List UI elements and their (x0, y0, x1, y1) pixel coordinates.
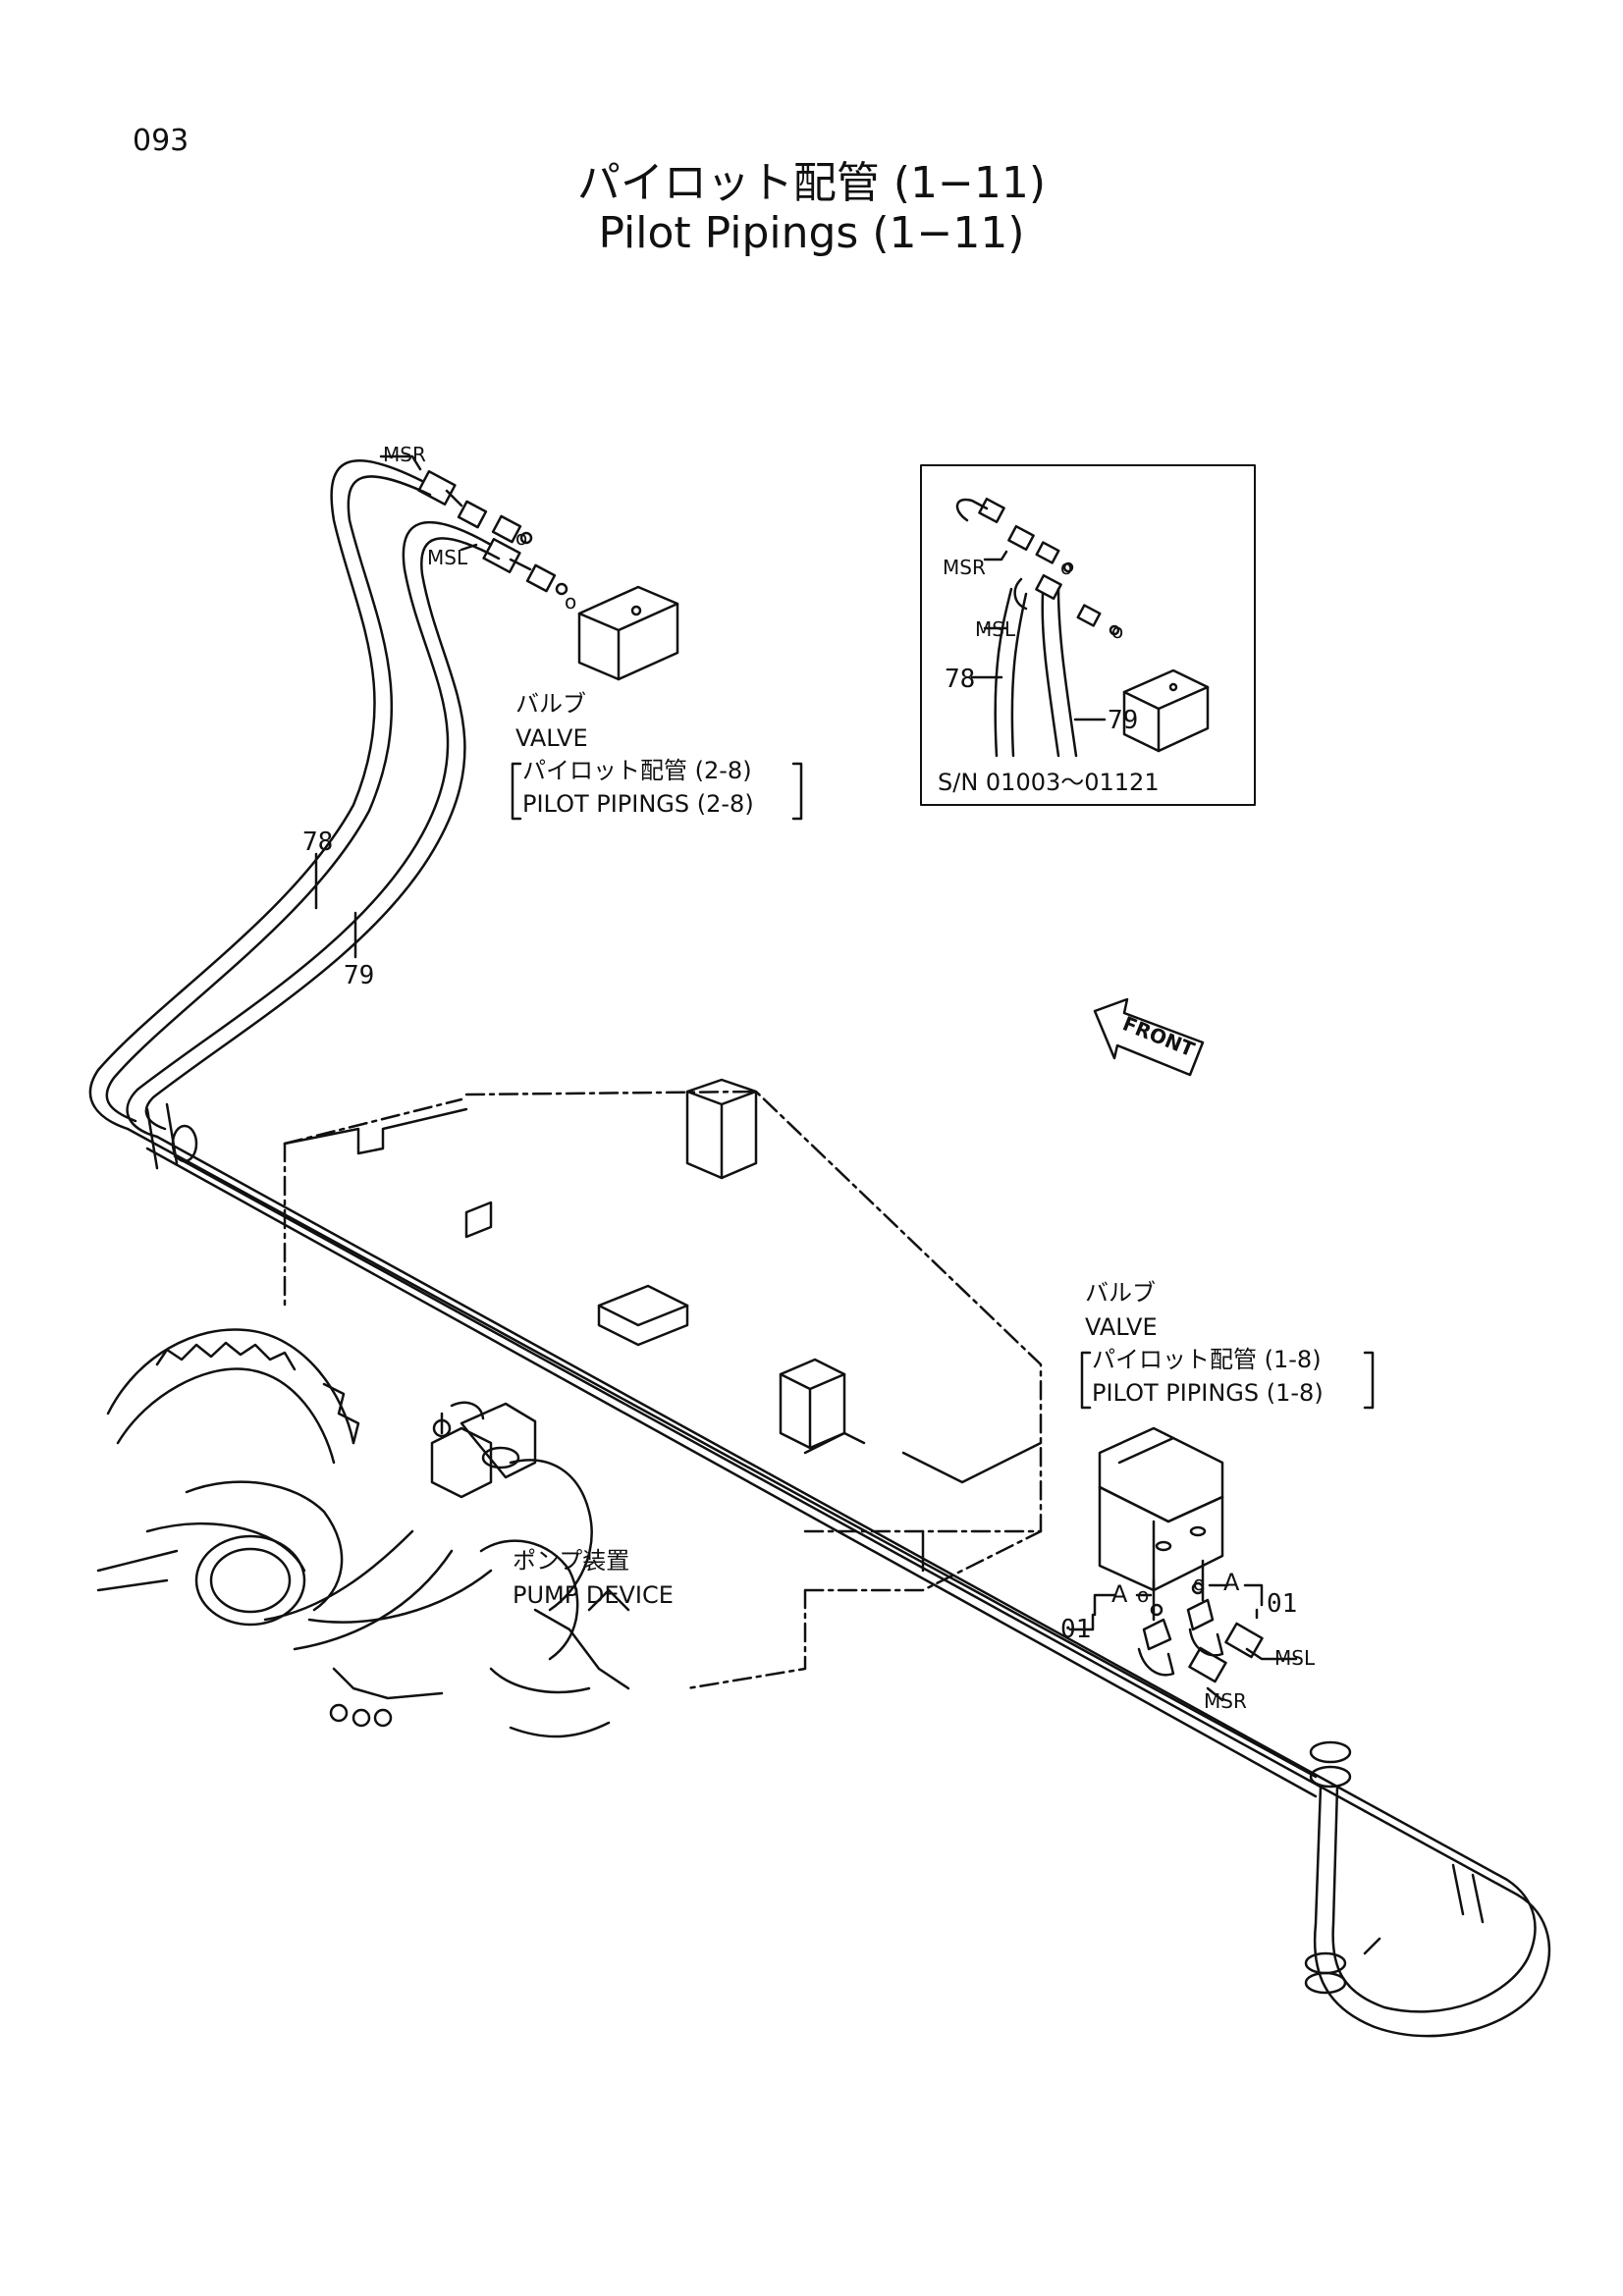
label-fitting-01-left: 01 (1060, 1615, 1091, 1644)
pump-device-body-solid (283, 1078, 1043, 1573)
label-msl-upper: MSL (427, 546, 468, 569)
pump-device-label-en: PUMP DEVICE (513, 1581, 674, 1609)
label-o-upper-2: o (565, 590, 576, 614)
pump-device-label-jp: ポンプ装置 (513, 1547, 629, 1575)
upper-valve-bracket-right (791, 762, 803, 821)
page-number: 093 (133, 124, 189, 158)
lower-valve-label-en: VALVE (1085, 1313, 1158, 1341)
front-arrow-label: FRONT (1119, 1011, 1198, 1061)
lower-valve-ref-en: PILOT PIPINGS (1-8) (1092, 1379, 1324, 1407)
lower-valve-bracket-left (1080, 1351, 1092, 1410)
label-o-lower-left: o (1137, 1583, 1149, 1607)
inset-label-hose-79: 79 (1108, 706, 1138, 735)
page-title-english: Pilot Pipings (1−11) (598, 208, 1025, 258)
upper-fittings (417, 469, 568, 596)
inset-label-msl: MSL (975, 617, 1016, 641)
inset-box (920, 464, 1256, 806)
inset-label-o-2: o (1111, 619, 1123, 643)
label-hose-78: 78 (302, 828, 333, 857)
upper-valve-label-en: VALVE (515, 724, 588, 752)
upper-valve-ref-jp: パイロット配管 (2-8) (522, 757, 752, 784)
label-msr-lower: MSR (1204, 1689, 1247, 1713)
leader-lines (314, 454, 1298, 1702)
label-msl-lower: MSL (1274, 1646, 1316, 1670)
pilot-pipe-run (126, 1127, 1551, 2038)
inset-label-hose-78: 78 (945, 665, 975, 694)
label-o-upper-1: o (515, 526, 527, 550)
lower-valve-block (1098, 1426, 1224, 1592)
pilot-hoses (88, 458, 501, 1170)
front-direction-arrow (1093, 997, 1205, 1077)
lower-valve-label-jp: バルブ (1085, 1279, 1156, 1307)
inset-serial-number: S/N 01003～01121 (938, 769, 1160, 796)
upper-valve-ref-en: PILOT PIPINGS (2-8) (522, 790, 754, 818)
upper-valve-block (577, 585, 679, 681)
page-title-japanese: パイロット配管 (1−11) (576, 158, 1047, 208)
lower-valve-ref-jp: パイロット配管 (1-8) (1092, 1346, 1322, 1373)
label-fitting-01-right: 01 (1267, 1589, 1297, 1619)
label-o-lower-right: o (1193, 1572, 1205, 1595)
upper-valve-label-jp: バルブ (515, 690, 586, 718)
lower-valve-bracket-right (1363, 1351, 1375, 1410)
upper-valve-bracket-left (511, 762, 522, 821)
inset-label-msr: MSR (943, 556, 986, 579)
lower-fittings (1068, 1559, 1264, 1683)
label-msr-upper: MSR (383, 443, 426, 466)
label-port-a-right: A (1223, 1569, 1240, 1596)
label-port-a-left: A (1111, 1580, 1128, 1608)
inset-label-o-1: o (1060, 556, 1072, 579)
pump-gear-housing (96, 1328, 493, 1728)
pump-right-housing (430, 1401, 630, 1738)
label-hose-79: 79 (344, 961, 374, 990)
